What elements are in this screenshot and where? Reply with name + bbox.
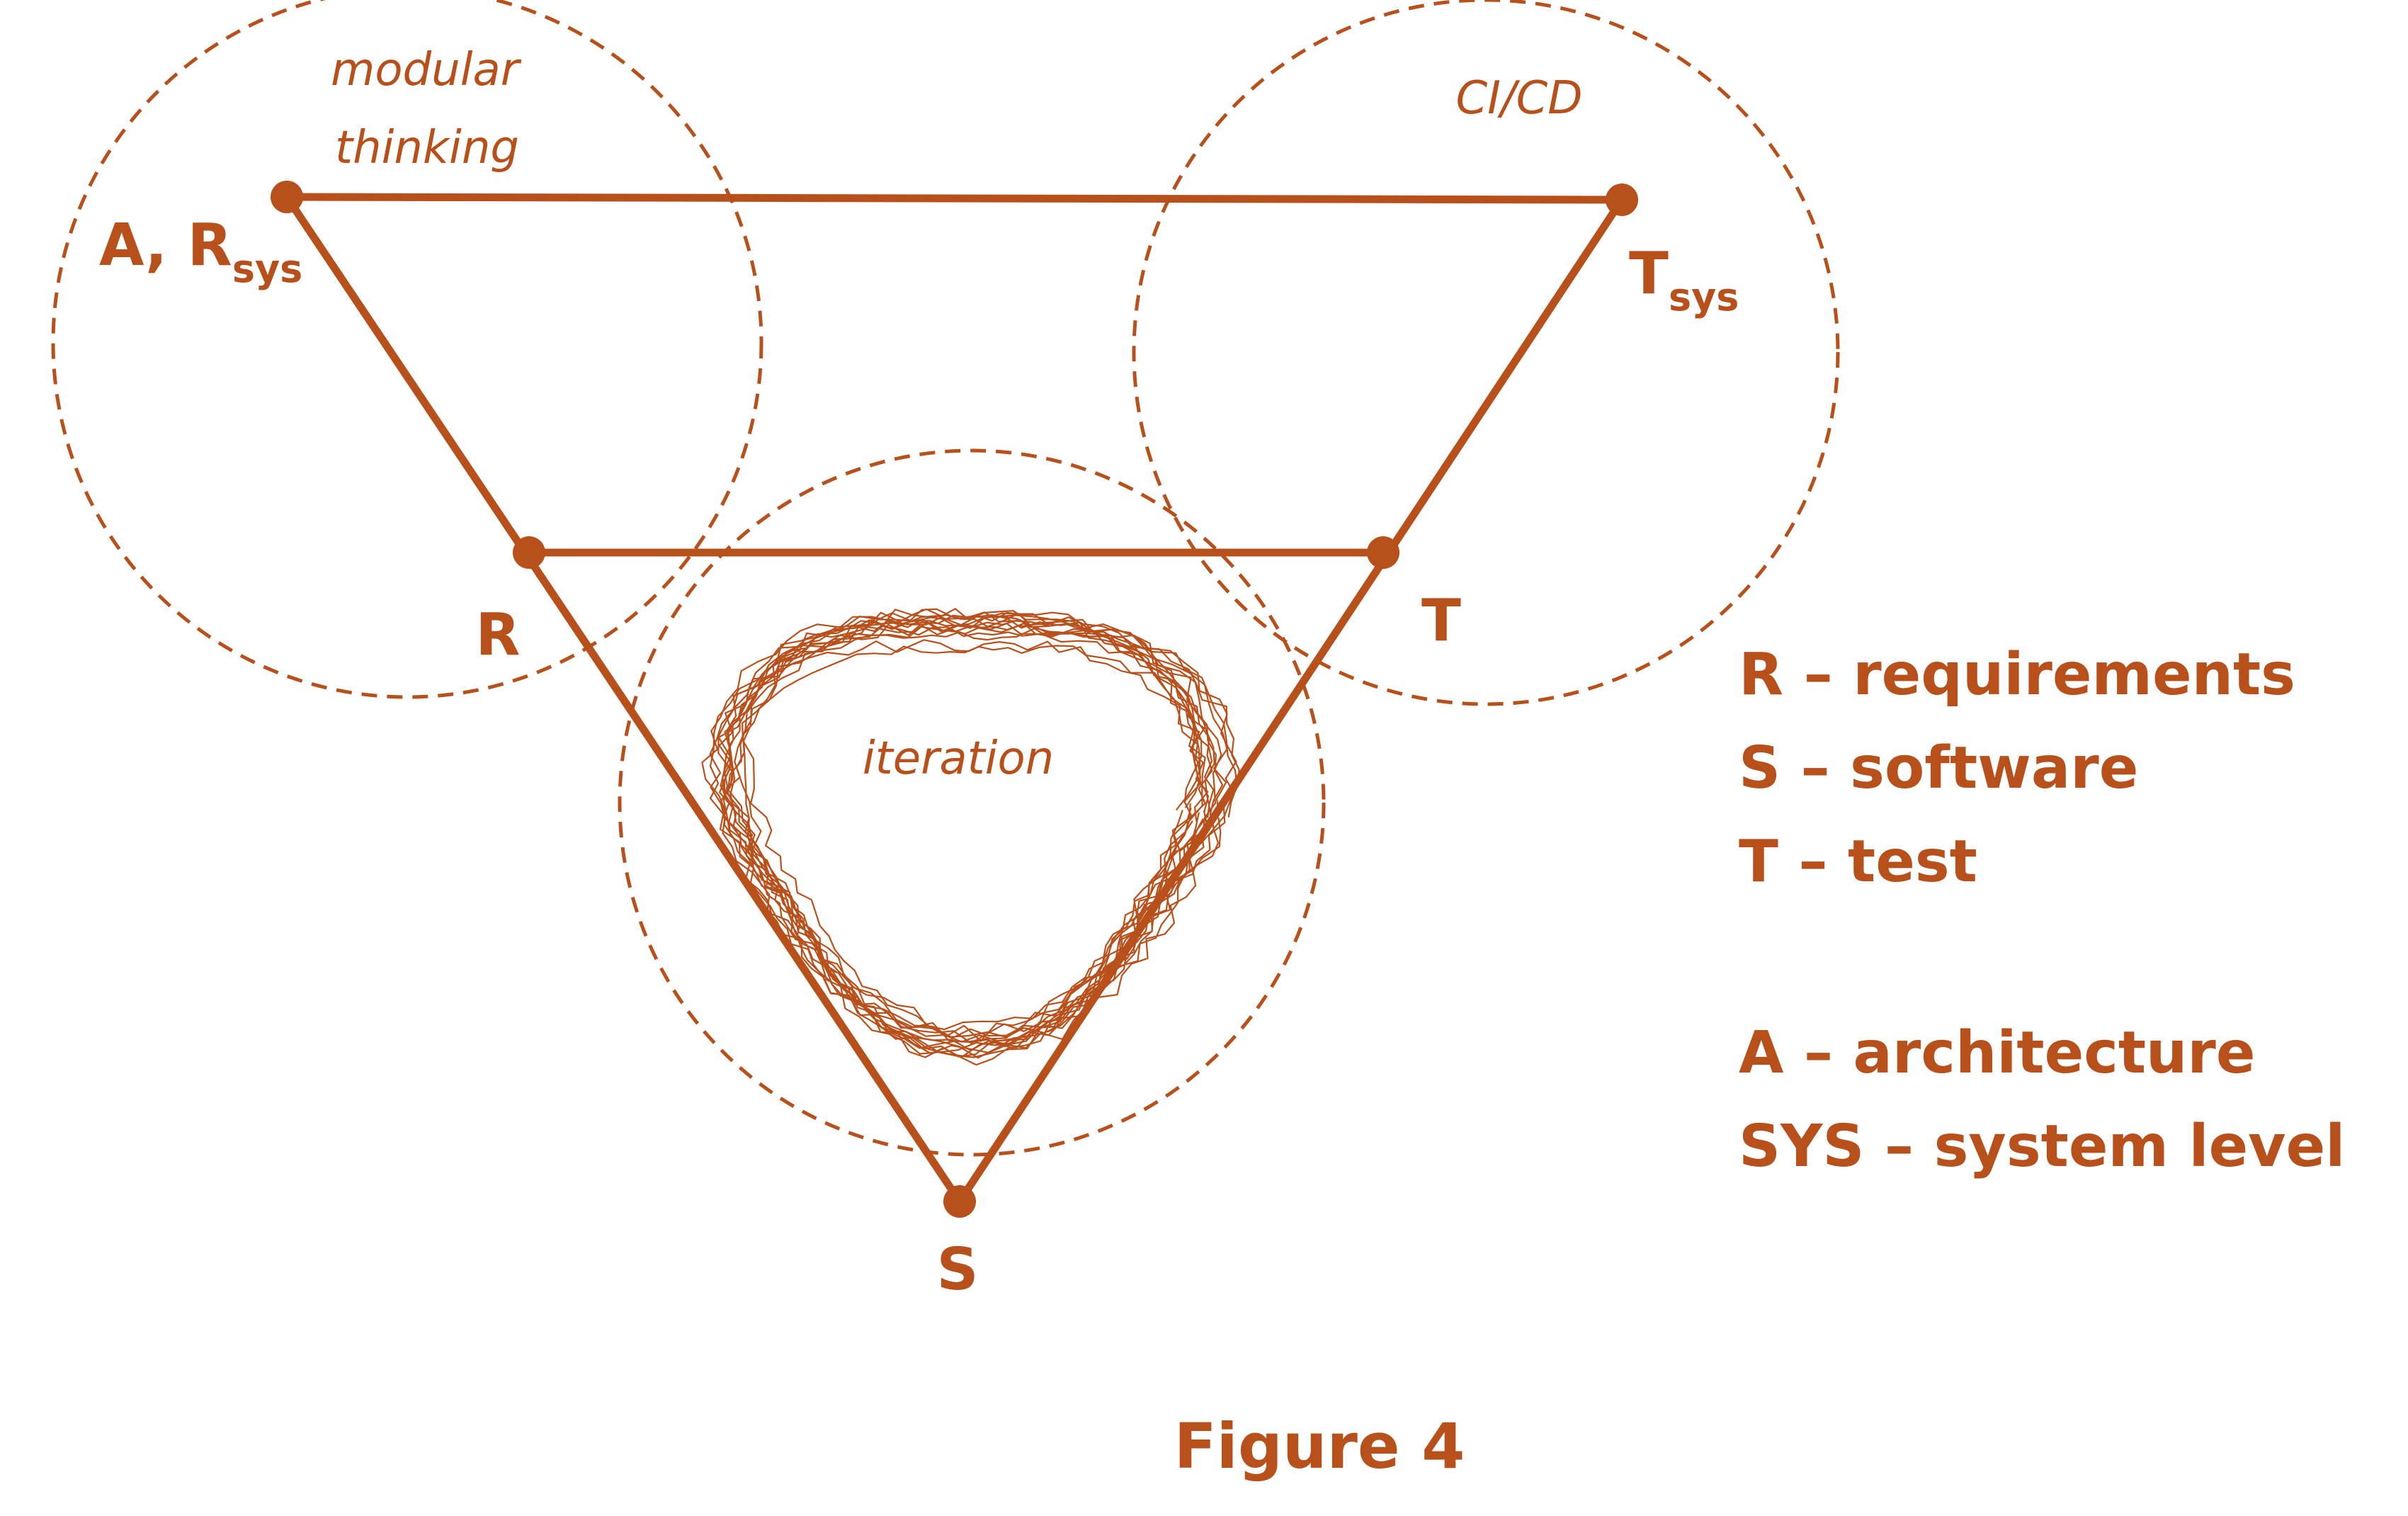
iteration-scribble — [701, 608, 1240, 1066]
cicd-circle — [1132, 0, 1840, 706]
a-rsys-main: A, R — [99, 212, 232, 279]
iteration-circle — [618, 448, 1326, 1157]
s-label: S — [936, 1236, 978, 1303]
tsys-label: Tsys — [1629, 240, 1739, 319]
scribble-stroke — [717, 625, 1240, 1039]
a-rsys-sub: sys — [232, 247, 302, 291]
r-label: R — [475, 601, 520, 669]
tsys-sub: sys — [1669, 275, 1739, 319]
legend-line-system-level: SYS – system level — [1739, 1113, 2345, 1180]
legend-line-requirements: R – requirements — [1739, 641, 2295, 708]
scribble-stroke — [725, 645, 1215, 1031]
scribble-stroke — [729, 608, 1199, 1049]
scribble-stroke — [709, 613, 1228, 1059]
scribble-stroke — [735, 612, 1201, 1066]
scribble-stroke — [718, 639, 1209, 1039]
top-line — [283, 193, 1626, 204]
legend-line-test: T – test — [1739, 828, 1977, 895]
r-node — [513, 536, 545, 569]
right-line — [955, 196, 1626, 1206]
modular-label-line2: thinking — [335, 122, 519, 174]
s-node — [943, 1185, 976, 1218]
scribble-stroke — [723, 609, 1210, 1058]
t-node — [1367, 536, 1399, 569]
figure-caption: Figure 4 — [1174, 1410, 1465, 1483]
legend-line-software: S – software — [1739, 735, 2138, 802]
tsys-main: T — [1629, 240, 1669, 307]
a-rsys-label: A, Rsys — [99, 212, 302, 291]
iteration-label: iteration — [863, 732, 1054, 785]
scribble-stroke — [722, 614, 1205, 1044]
modular-thinking-circle — [51, 0, 763, 699]
scribble-stroke — [720, 618, 1238, 1055]
modular-label-line1: modular — [331, 44, 522, 96]
legend: R – requirements S – software T – test A… — [1739, 641, 2345, 1180]
cicd-label: CI/CD — [1455, 72, 1582, 125]
a-rsys-node — [271, 181, 303, 213]
tsys-node — [1606, 183, 1638, 216]
t-label: T — [1421, 587, 1461, 655]
scribble-stroke — [727, 628, 1206, 1058]
left-line — [283, 193, 964, 1206]
scribble-stroke — [742, 622, 1213, 1057]
legend-line-architecture: A – architecture — [1739, 1019, 2255, 1087]
